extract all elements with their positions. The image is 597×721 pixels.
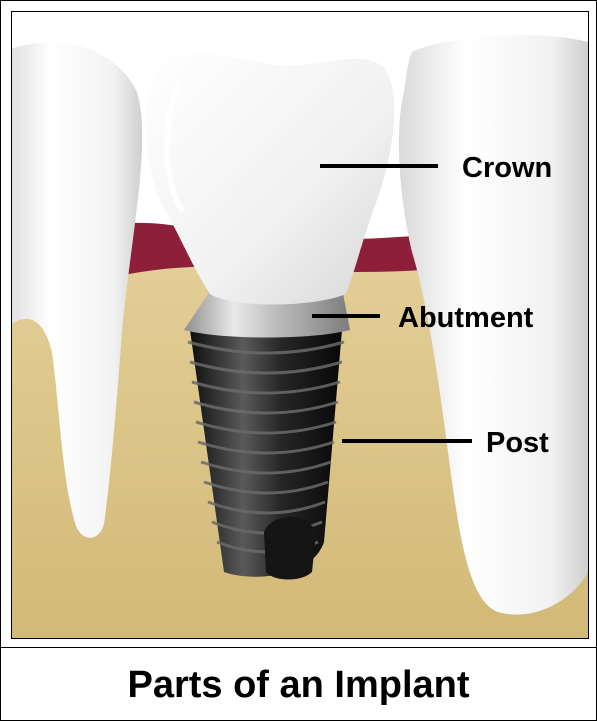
implant-illustration: Crown Abutment Post [11, 11, 589, 639]
crown-label: Crown [462, 152, 552, 184]
post-label: Post [486, 427, 549, 459]
figure-caption: Parts of an Implant [1, 653, 596, 717]
abutment-label: Abutment [398, 302, 534, 334]
caption-divider [1, 647, 596, 648]
implant-diagram: Crown Abutment Post [12, 12, 588, 638]
